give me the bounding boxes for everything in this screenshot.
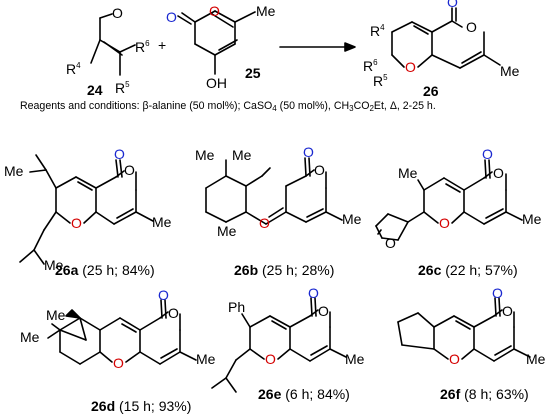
compound-26f-methyl: Me bbox=[526, 351, 546, 367]
reactant-24-structure bbox=[90, 13, 136, 76]
compound-26d-me-top: Me bbox=[46, 307, 66, 323]
compound-26f-carbonyl-o: O bbox=[492, 285, 503, 301]
compound-26d-lactone-o: O bbox=[168, 305, 179, 321]
reaction-conditions: Reagents and conditions: β-alanine (50 m… bbox=[20, 100, 436, 113]
reactant-25-ring-o: O bbox=[209, 3, 220, 19]
reactant-25-hydroxyl: OH bbox=[206, 75, 227, 91]
compound-26b-lactone-o: O bbox=[314, 162, 325, 178]
compound-26b-pyran-o: O bbox=[259, 215, 270, 231]
reactant-25-carbonyl-o: O bbox=[166, 9, 177, 25]
compound-26c-caption: 26c (22 h; 57%) bbox=[418, 262, 518, 278]
product-26-ring-o-pyran: O bbox=[405, 59, 416, 75]
reactant-24-r4: R4 bbox=[66, 61, 81, 77]
compound-26c-methyl: Me bbox=[522, 211, 542, 227]
compound-26a-caption: 26a (25 h; 84%) bbox=[55, 262, 155, 278]
compound-26f-structure bbox=[397, 297, 531, 362]
compound-26e-phenyl: Ph bbox=[228, 299, 246, 315]
compound-26f-lactone-o: O bbox=[502, 303, 513, 319]
product-26-methyl: Me bbox=[500, 63, 520, 79]
reactant-24-r6: R6 bbox=[135, 39, 150, 55]
compound-26c-structure bbox=[375, 159, 523, 241]
compound-26d-carbonyl-o: O bbox=[158, 287, 169, 303]
compound-26a-carbonyl-o: O bbox=[114, 146, 125, 162]
compound-26b-gem-me-right: Me bbox=[232, 147, 252, 163]
compound-26d-caption: 26d (15 h; 93%) bbox=[91, 398, 192, 414]
product-26-structure bbox=[391, 7, 501, 69]
compound-26c-lactone-o: O bbox=[493, 165, 504, 181]
compound-26b-gem-me-left: Me bbox=[195, 147, 215, 163]
compound-26b-angular-me: Me bbox=[217, 223, 237, 239]
compound-26a-structure bbox=[19, 154, 154, 265]
compound-26a-isopropyl-me: Me bbox=[4, 163, 24, 179]
compound-26f-caption: 26f (8 h; 63%) bbox=[440, 386, 529, 402]
product-26-r6: R6 bbox=[363, 58, 378, 74]
reactant-24-carbonyl-o: O bbox=[112, 5, 123, 21]
compound-26e-lactone-o: O bbox=[318, 303, 329, 319]
compound-26e-pyran-o: O bbox=[265, 351, 276, 367]
reactant-24-r5: R5 bbox=[115, 80, 130, 96]
compound-26f-pyran-o: O bbox=[449, 351, 460, 367]
compound-26d-methyl: Me bbox=[196, 351, 216, 367]
compound-26d-pyran-o: O bbox=[113, 355, 124, 371]
product-26-r5: R5 bbox=[373, 73, 388, 89]
compound-26a-pyran-o: O bbox=[71, 215, 82, 231]
compound-26d-me-left: Me bbox=[20, 329, 40, 345]
product-26-ring-o-lactone: O bbox=[466, 19, 477, 35]
reactant-24-label: 24 bbox=[87, 82, 103, 98]
compound-26b-structure bbox=[205, 157, 343, 225]
reaction-arrow bbox=[279, 42, 356, 52]
plus-sign: + bbox=[158, 37, 167, 53]
compound-26c-furan-o: O bbox=[385, 235, 396, 251]
compound-26c-pyran-o: O bbox=[439, 215, 450, 231]
compound-26c-me-top: Me bbox=[398, 165, 418, 181]
compound-26e-structure bbox=[211, 297, 347, 393]
product-26-label: 26 bbox=[423, 83, 439, 99]
compound-26a-lactone-o: O bbox=[124, 162, 135, 178]
compound-26b-caption: 26b (25 h; 28%) bbox=[234, 262, 335, 278]
reactant-25-methyl: Me bbox=[256, 3, 276, 19]
compound-26d-structure bbox=[47, 299, 197, 365]
compound-26a-methyl: Me bbox=[152, 214, 172, 230]
compound-26b-methyl: Me bbox=[342, 211, 362, 227]
reactant-25-label: 25 bbox=[245, 65, 261, 81]
compound-26e-carbonyl-o: O bbox=[308, 285, 319, 301]
compound-26e-methyl: Me bbox=[345, 351, 365, 367]
compound-26a-isobutyl-me: Me bbox=[44, 257, 64, 273]
reactant-25-structure bbox=[177, 10, 256, 75]
product-26-r4: R4 bbox=[370, 23, 385, 39]
product-26-carbonyl-o: O bbox=[447, 0, 458, 10]
compound-26b-carbonyl-o: O bbox=[303, 144, 314, 160]
compound-26e-caption: 26e (6 h; 84%) bbox=[258, 386, 350, 402]
compound-26c-carbonyl-o: O bbox=[482, 146, 493, 162]
